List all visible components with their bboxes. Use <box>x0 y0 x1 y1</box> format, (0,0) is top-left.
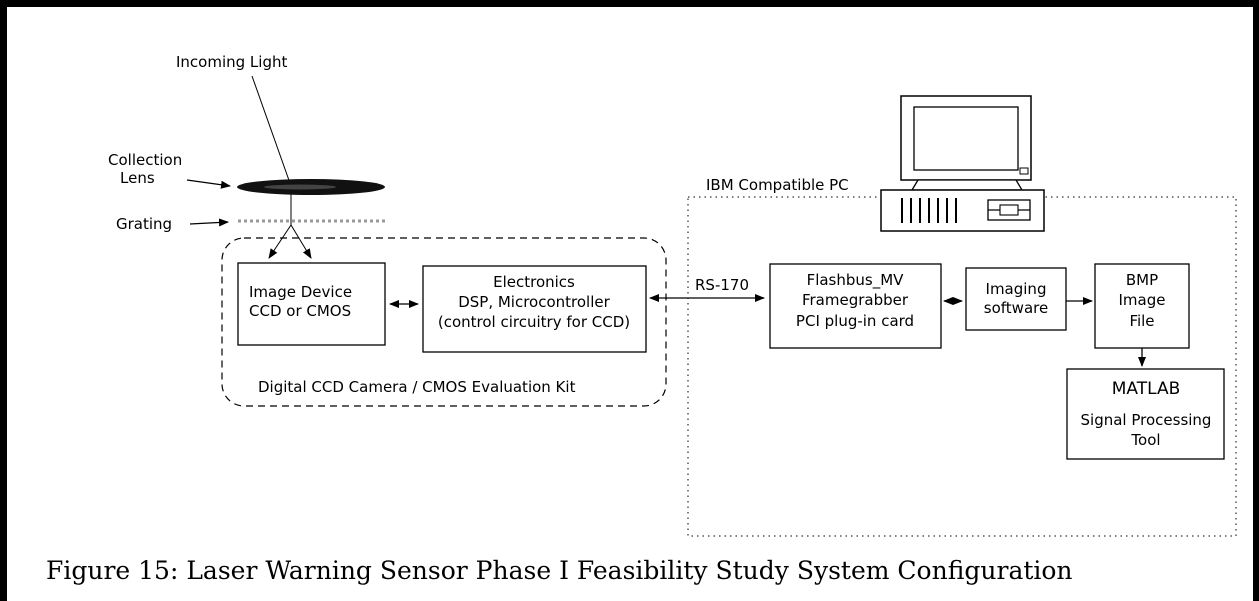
computer-icon <box>880 95 1045 232</box>
bmp-box <box>1094 263 1190 349</box>
image-device-label-line2: CCD or CMOS <box>249 302 351 320</box>
camera-kit-label: Digital CCD Camera / CMOS Evaluation Kit <box>258 378 576 396</box>
imaging-label-line2: software <box>984 299 1048 317</box>
collection-lens-pointer <box>186 179 231 189</box>
bmp-label-line2: Image <box>1119 291 1166 309</box>
electronics-label-line1: Electronics <box>493 273 575 291</box>
ibm-pc-label: IBM Compatible PC <box>706 176 849 194</box>
flashbus-label-line3: PCI plug-in card <box>796 312 914 330</box>
matlab-label-line3: Tool <box>1130 431 1160 449</box>
imaging-box <box>965 267 1067 331</box>
incoming-light-ray <box>251 75 292 187</box>
electronics-box <box>422 265 647 353</box>
imaging-label-line1: Imaging <box>986 280 1047 298</box>
flashbus-label-line1: Flashbus_MV <box>807 271 905 290</box>
rs170-label: RS-170 <box>695 276 749 294</box>
image-device-box <box>237 262 386 346</box>
image-device-label-line1: Image Device <box>249 283 352 301</box>
figure-caption: Figure 15: Laser Warning Sensor Phase I … <box>46 556 1073 585</box>
matlab-box <box>1066 368 1225 460</box>
matlab-label-line1: MATLAB <box>1112 379 1181 399</box>
incoming-light-label: Incoming Light <box>176 53 287 71</box>
pc-enclosure <box>687 196 1237 537</box>
flashbus-box <box>769 263 942 349</box>
matlab-label-line2: Signal Processing <box>1081 411 1212 429</box>
bmp-label-line1: BMP <box>1126 271 1158 289</box>
bmp-label-line3: File <box>1129 312 1154 330</box>
flashbus-label-line2: Framegrabber <box>802 291 909 309</box>
electronics-label-line2: DSP, Microcontroller <box>458 293 610 311</box>
electronics-label-line3: (control circuitry for CCD) <box>438 313 630 331</box>
camera-kit-enclosure <box>221 237 667 407</box>
collection-lens-label-line1: Collection <box>108 151 182 169</box>
grating-pointer <box>189 218 229 227</box>
grating-label: Grating <box>116 215 172 233</box>
collection-lens-label-line2: Lens <box>120 169 155 187</box>
